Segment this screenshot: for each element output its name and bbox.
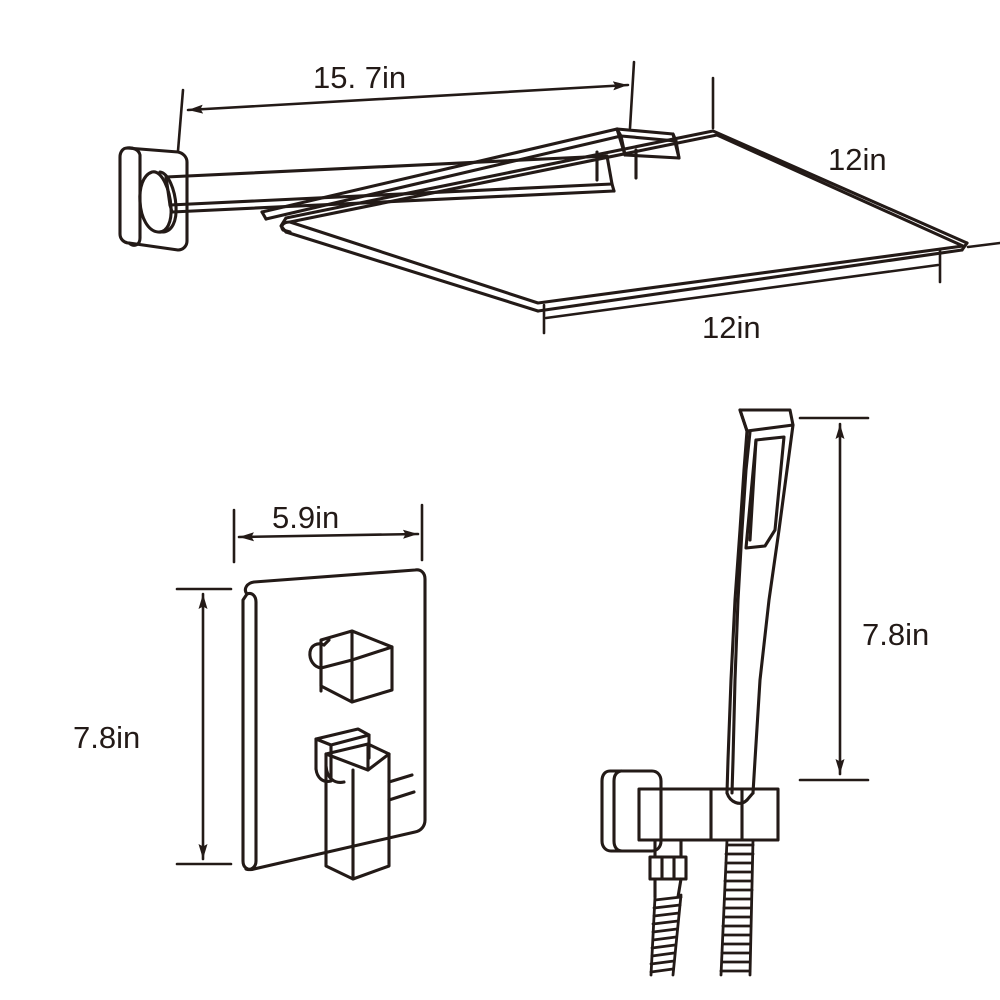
dimension-label-plate-width: 5.9in	[272, 500, 339, 535]
handheld-shower-assembly	[600, 408, 795, 977]
holder-bar	[637, 787, 780, 842]
wall-flange	[118, 146, 189, 252]
diverter-knob	[308, 629, 394, 704]
square-shower-head	[279, 129, 969, 313]
flexible-hose-left	[649, 893, 683, 977]
handheld-wand	[725, 408, 795, 805]
flexible-hose-right	[719, 838, 755, 977]
dimension-plate-height	[175, 587, 233, 866]
valve-trim-plate	[241, 568, 427, 881]
dimension-plate-width	[232, 503, 424, 564]
dimension-label-head-width: 12in	[702, 310, 761, 345]
water-outlet	[648, 838, 688, 899]
wall-bracket	[600, 769, 663, 853]
dimension-label-arm-length: 15. 7in	[313, 60, 406, 95]
rain-shower-head-assembly	[118, 127, 969, 313]
lever-handle	[314, 727, 416, 881]
shower-arm	[164, 127, 681, 221]
dimension-label-wand-length: 7.8in	[862, 617, 929, 652]
dimension-head-depth	[711, 76, 1000, 249]
dimension-wand-length	[798, 416, 870, 782]
dimension-arm-length	[176, 60, 636, 153]
dimension-label-plate-height: 7.8in	[73, 720, 140, 755]
dimension-head-width	[542, 247, 942, 335]
square-escutcheon-plate	[241, 568, 427, 872]
dimension-label-head-depth: 12in	[828, 142, 887, 177]
